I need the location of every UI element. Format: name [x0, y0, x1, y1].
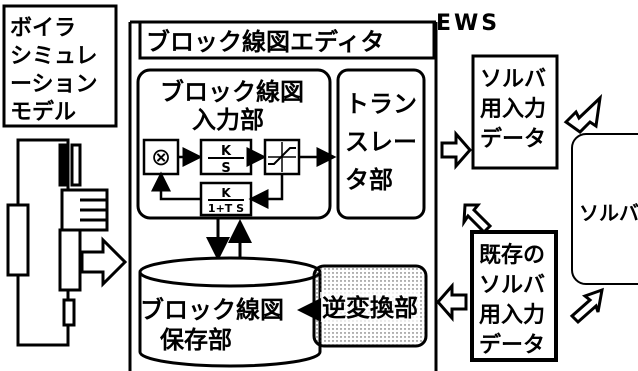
feedback-numerator: K [221, 186, 231, 200]
feedback-denominator: 1+T S [208, 202, 244, 215]
input-unit-label-line2: 入力部 [192, 106, 264, 134]
translator-label-line2: スレー [345, 128, 417, 156]
solver-input-line2: 用入力 [480, 97, 546, 122]
translator-unit: トラン スレー タ部 [336, 68, 426, 220]
summer-symbol: ⊗ [151, 143, 171, 171]
integrator-denominator: S [221, 161, 230, 176]
editor-frame: ブロック線図エディタ [128, 20, 438, 371]
feedback-output-line [151, 171, 201, 201]
ews-label: EWS [436, 11, 500, 36]
model-to-editor-arrow [80, 236, 128, 288]
solver-unit: ソルバ [571, 133, 638, 285]
existing-data-to-inverse-arrow [436, 282, 468, 322]
model-label-line1: ボイラ [10, 16, 76, 41]
translator-to-solver-input-arrow [440, 130, 472, 170]
translator-label-line3: タ部 [345, 166, 393, 194]
editor-title: ブロック線図エディタ [146, 28, 384, 56]
inverse-converter: 逆変換部 [312, 264, 428, 348]
solver-input-data: ソルバ 用入力 データ [471, 54, 559, 170]
solver-to-existing-data-arrow [462, 203, 493, 235]
existing-solver-input-data: 既存の ソルバ 用入力 データ [470, 230, 558, 362]
integrator-block: K S [199, 138, 253, 176]
summer-block: ⊗ [142, 138, 180, 176]
model-label-line2: シミュレ [10, 44, 98, 69]
model-label-line3: ーション [10, 72, 98, 97]
existing-input-line2: ソルバ [479, 273, 545, 298]
storage-label-line1: ブロック線図 [140, 296, 284, 324]
existing-input-line1: 既存の [479, 242, 545, 268]
boiler-machine-icon [6, 138, 109, 347]
solver-to-existing-arrow [569, 287, 604, 325]
solver-label: ソルバ [579, 201, 638, 225]
model-label-line4: モデル [10, 99, 76, 125]
solver-input-line3: データ [480, 126, 546, 152]
translator-label-line1: トラン [345, 90, 417, 118]
limiter-block [263, 138, 301, 176]
existing-input-line3: 用入力 [479, 303, 545, 328]
storage-label-line2: 保存部 [159, 326, 232, 354]
simulation-model-label: ボイラ シミュレ ーション モデル [2, 4, 118, 128]
input-unit-label-line1: ブロック線図 [160, 78, 304, 106]
solver-input-to-solver-arrow [563, 93, 603, 134]
existing-input-line4: データ [479, 332, 545, 358]
feedback-block: K 1+T S [199, 181, 253, 217]
solver-input-line1: ソルバ [480, 67, 546, 92]
integrator-numerator: K [221, 144, 232, 159]
feedback-input-line [248, 174, 284, 209]
storage-cylinder: ブロック線図 保存部 [138, 256, 322, 368]
inverse-converter-label: 逆変換部 [322, 294, 418, 322]
